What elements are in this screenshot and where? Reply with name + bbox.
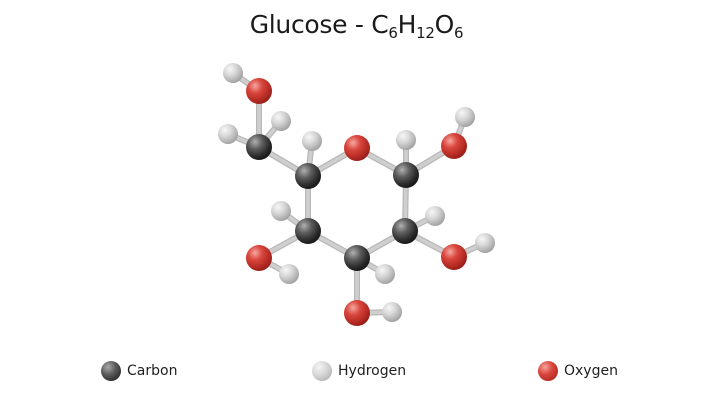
hydrogen-atom [396,130,416,150]
legend-item-carbon: Carbon [101,361,177,381]
legend-item-oxygen: Oxygen [538,361,618,381]
title-hydrogen: H [397,10,417,39]
legend-label-carbon: Carbon [127,363,178,379]
hydrogen-atom [271,201,291,221]
oxygen-ball-icon [538,361,558,381]
carbon-atom [295,163,321,189]
legend-item-hydrogen: Hydrogen [312,361,406,381]
hydrogen-atom [223,63,243,83]
hydrogen-atom [425,206,445,226]
title-subscript-oxygen: 6 [454,24,464,42]
carbon-atom [344,245,370,271]
title-subscript-hydrogen: 12 [416,24,435,42]
carbon-atom [295,218,321,244]
legend-label-oxygen: Oxygen [564,363,618,379]
oxygen-atom [246,78,272,104]
oxygen-atom [441,133,467,159]
oxygen-atom [344,300,370,326]
legend-label-hydrogen: Hydrogen [338,363,407,379]
hydrogen-atom [302,131,322,151]
title-subscript-carbon: 6 [388,24,398,42]
hydrogen-atom [382,302,402,322]
oxygen-atom [441,244,467,270]
hydrogen-atom [455,107,475,127]
title-oxygen: O [434,10,455,39]
carbon-atom [246,134,272,160]
carbon-atom [393,162,419,188]
diagram-title: Glucose - C6H12O6 [0,10,713,42]
hydrogen-atom [375,264,395,284]
carbon-atom [392,218,418,244]
hydrogen-atom [279,264,299,284]
hydrogen-atom [475,233,495,253]
hydrogen-ball-icon [312,361,332,381]
hydrogen-atom [271,111,291,131]
carbon-ball-icon [101,361,121,381]
bonds-layer [226,70,487,316]
hydrogen-atom [218,124,238,144]
oxygen-atom [246,245,272,271]
atoms-layer [218,63,495,326]
oxygen-atom [344,135,370,161]
title-text: Glucose - C [249,10,389,39]
